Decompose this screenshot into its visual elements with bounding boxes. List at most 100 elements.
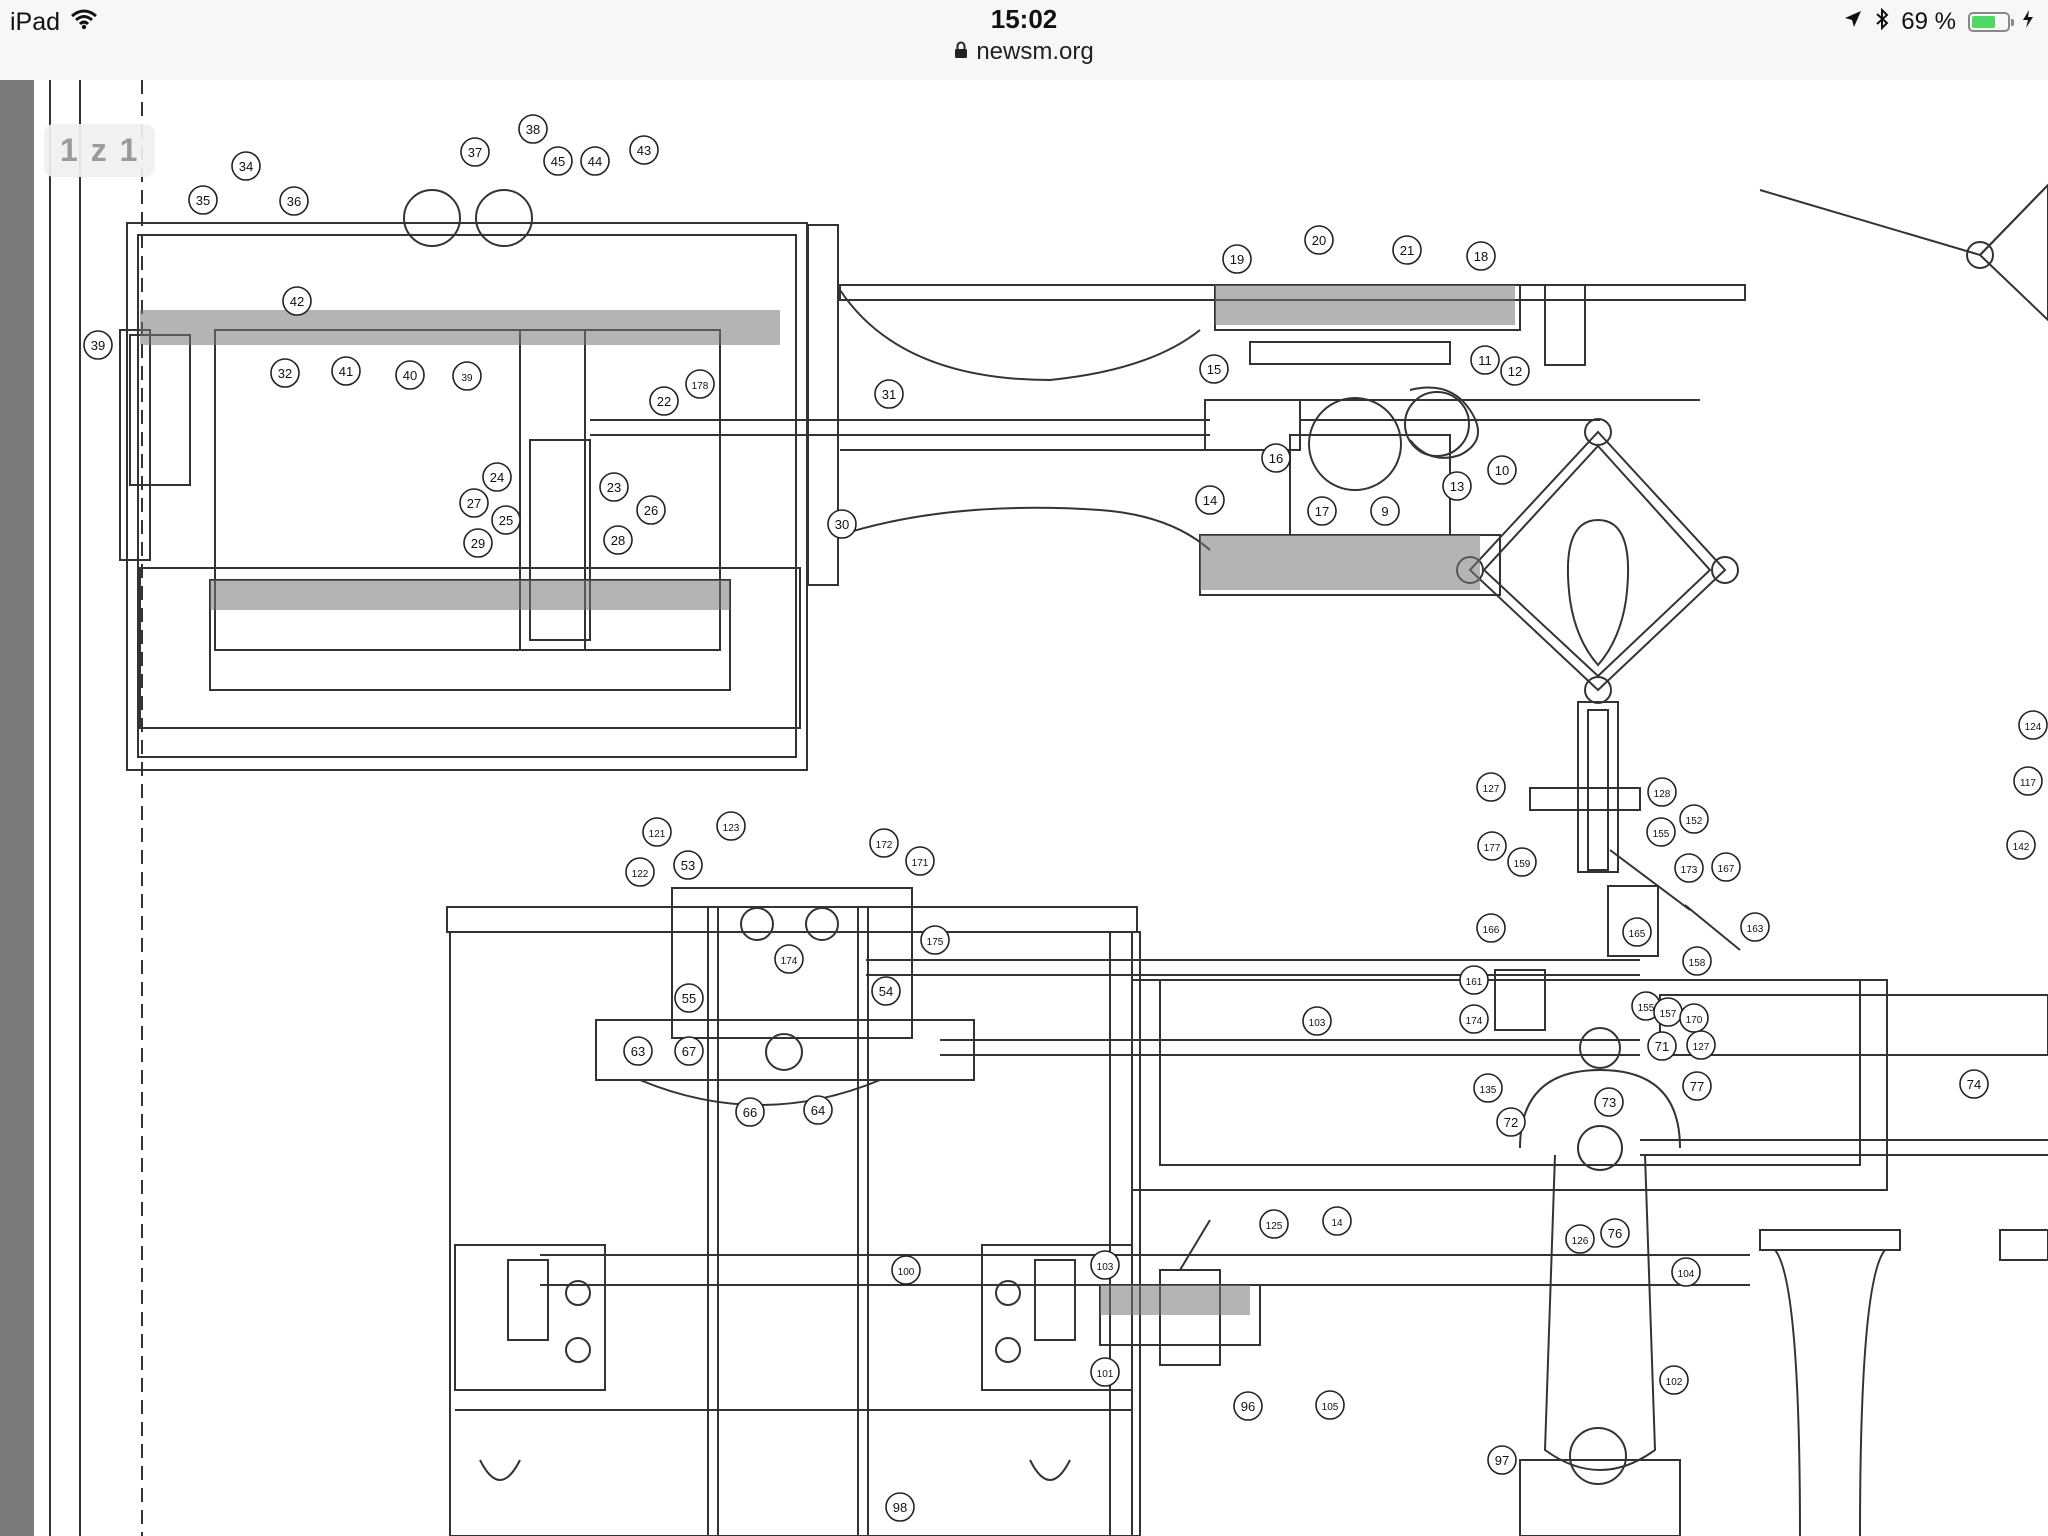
callout-11: 11: [1470, 345, 1500, 375]
callout-103b: 103: [1302, 1006, 1332, 1036]
callout-35: 35: [188, 185, 218, 215]
svg-text:177: 177: [1484, 843, 1501, 854]
callout-14: 14: [1195, 485, 1225, 515]
svg-text:117: 117: [2020, 778, 2036, 789]
callout-63: 63: [623, 1036, 653, 1066]
svg-text:55: 55: [682, 991, 696, 1006]
callout-23: 23: [599, 472, 629, 502]
svg-text:167: 167: [1718, 864, 1735, 875]
callout-12: 12: [1500, 356, 1530, 386]
callout-25: 25: [491, 505, 521, 535]
status-right: 69 %: [1843, 4, 2034, 40]
svg-text:159: 159: [1514, 859, 1531, 870]
charging-bolt-icon: [2022, 8, 2034, 36]
callout-28: 28: [603, 525, 633, 555]
callout-101: 101: [1090, 1357, 1120, 1387]
svg-text:171: 171: [912, 858, 929, 869]
battery-fill: [1972, 16, 1996, 28]
callout-161: 161: [1459, 965, 1489, 995]
svg-text:54: 54: [879, 984, 893, 999]
callout-54: 54: [871, 976, 901, 1006]
callout-16: 16: [1261, 443, 1291, 473]
svg-text:9: 9: [1381, 504, 1388, 519]
address-bar[interactable]: newsm.org: [0, 38, 2048, 66]
callout-22: 22: [649, 386, 679, 416]
location-arrow-icon: [1843, 8, 1863, 36]
svg-text:27: 27: [467, 496, 481, 511]
svg-text:43: 43: [637, 143, 651, 158]
viewer-left-gutter: [0, 80, 34, 1536]
callout-29: 29: [463, 528, 493, 558]
svg-text:135: 135: [1480, 1085, 1497, 1096]
svg-text:163: 163: [1747, 924, 1764, 935]
svg-text:125: 125: [1266, 1221, 1283, 1232]
svg-text:123: 123: [723, 823, 740, 834]
callout-19: 19: [1222, 244, 1252, 274]
svg-text:53: 53: [681, 858, 695, 873]
svg-text:122: 122: [632, 869, 649, 880]
callout-34: 34: [231, 151, 261, 181]
svg-text:20: 20: [1312, 233, 1326, 248]
svg-text:12: 12: [1508, 364, 1522, 379]
svg-text:172: 172: [876, 840, 893, 851]
callout-178: 178: [685, 369, 715, 399]
device-name: iPad: [10, 7, 61, 36]
svg-text:32: 32: [278, 366, 292, 381]
callout-21: 21: [1392, 235, 1422, 265]
bluetooth-icon: [1875, 7, 1889, 37]
callout-174: 174: [774, 944, 804, 974]
callout-124: 124: [2018, 710, 2048, 740]
svg-text:64: 64: [811, 1103, 825, 1118]
svg-text:175: 175: [927, 937, 944, 948]
svg-text:36: 36: [287, 194, 301, 209]
callout-174b: 174: [1459, 1004, 1489, 1034]
callout-157: 157: [1653, 997, 1683, 1027]
callout-53: 53: [673, 850, 703, 880]
callout-152: 152: [1679, 804, 1709, 834]
callout-175: 175: [920, 925, 950, 955]
callout-74: 74: [1959, 1069, 1989, 1099]
svg-text:42: 42: [290, 294, 304, 309]
hatched-sections: [140, 285, 1515, 1315]
callout-55: 55: [674, 983, 704, 1013]
svg-text:124: 124: [2025, 722, 2042, 733]
callout-24: 24: [482, 462, 512, 492]
svg-text:166: 166: [1483, 925, 1500, 936]
svg-text:71: 71: [1655, 1039, 1669, 1054]
svg-text:121: 121: [649, 829, 666, 840]
svg-text:17: 17: [1315, 504, 1329, 519]
callout-32: 32: [270, 358, 300, 388]
callout-67: 67: [674, 1036, 704, 1066]
callout-104: 104: [1671, 1257, 1701, 1287]
callout-9: 9: [1370, 496, 1400, 526]
svg-text:15: 15: [1207, 362, 1221, 377]
svg-text:67: 67: [682, 1044, 696, 1059]
callout-127b: 127: [1686, 1030, 1716, 1060]
callout-26: 26: [636, 495, 666, 525]
callout-127: 127: [1476, 772, 1506, 802]
svg-text:19: 19: [1230, 252, 1244, 267]
svg-text:98: 98: [893, 1500, 907, 1515]
callout-96: 96: [1233, 1391, 1263, 1421]
svg-text:127: 127: [1483, 784, 1500, 795]
svg-text:174: 174: [1466, 1016, 1483, 1027]
callout-165: 165: [1622, 917, 1652, 947]
svg-text:142: 142: [2013, 842, 2030, 853]
callout-37: 37: [460, 137, 490, 167]
callout-177: 177: [1477, 831, 1507, 861]
callout-39: 39: [83, 330, 113, 360]
svg-text:161: 161: [1466, 977, 1483, 988]
callout-98: 98: [885, 1492, 915, 1522]
svg-text:37: 37: [468, 145, 482, 160]
callout-45: 45: [543, 146, 573, 176]
svg-text:174: 174: [781, 956, 798, 967]
svg-text:66: 66: [743, 1105, 757, 1120]
svg-text:14: 14: [1331, 1218, 1343, 1229]
svg-text:22: 22: [657, 394, 671, 409]
svg-text:44: 44: [588, 154, 602, 169]
callout-18: 18: [1466, 241, 1496, 271]
svg-text:158: 158: [1689, 958, 1706, 969]
svg-text:18: 18: [1474, 249, 1488, 264]
svg-text:11: 11: [1478, 353, 1492, 368]
